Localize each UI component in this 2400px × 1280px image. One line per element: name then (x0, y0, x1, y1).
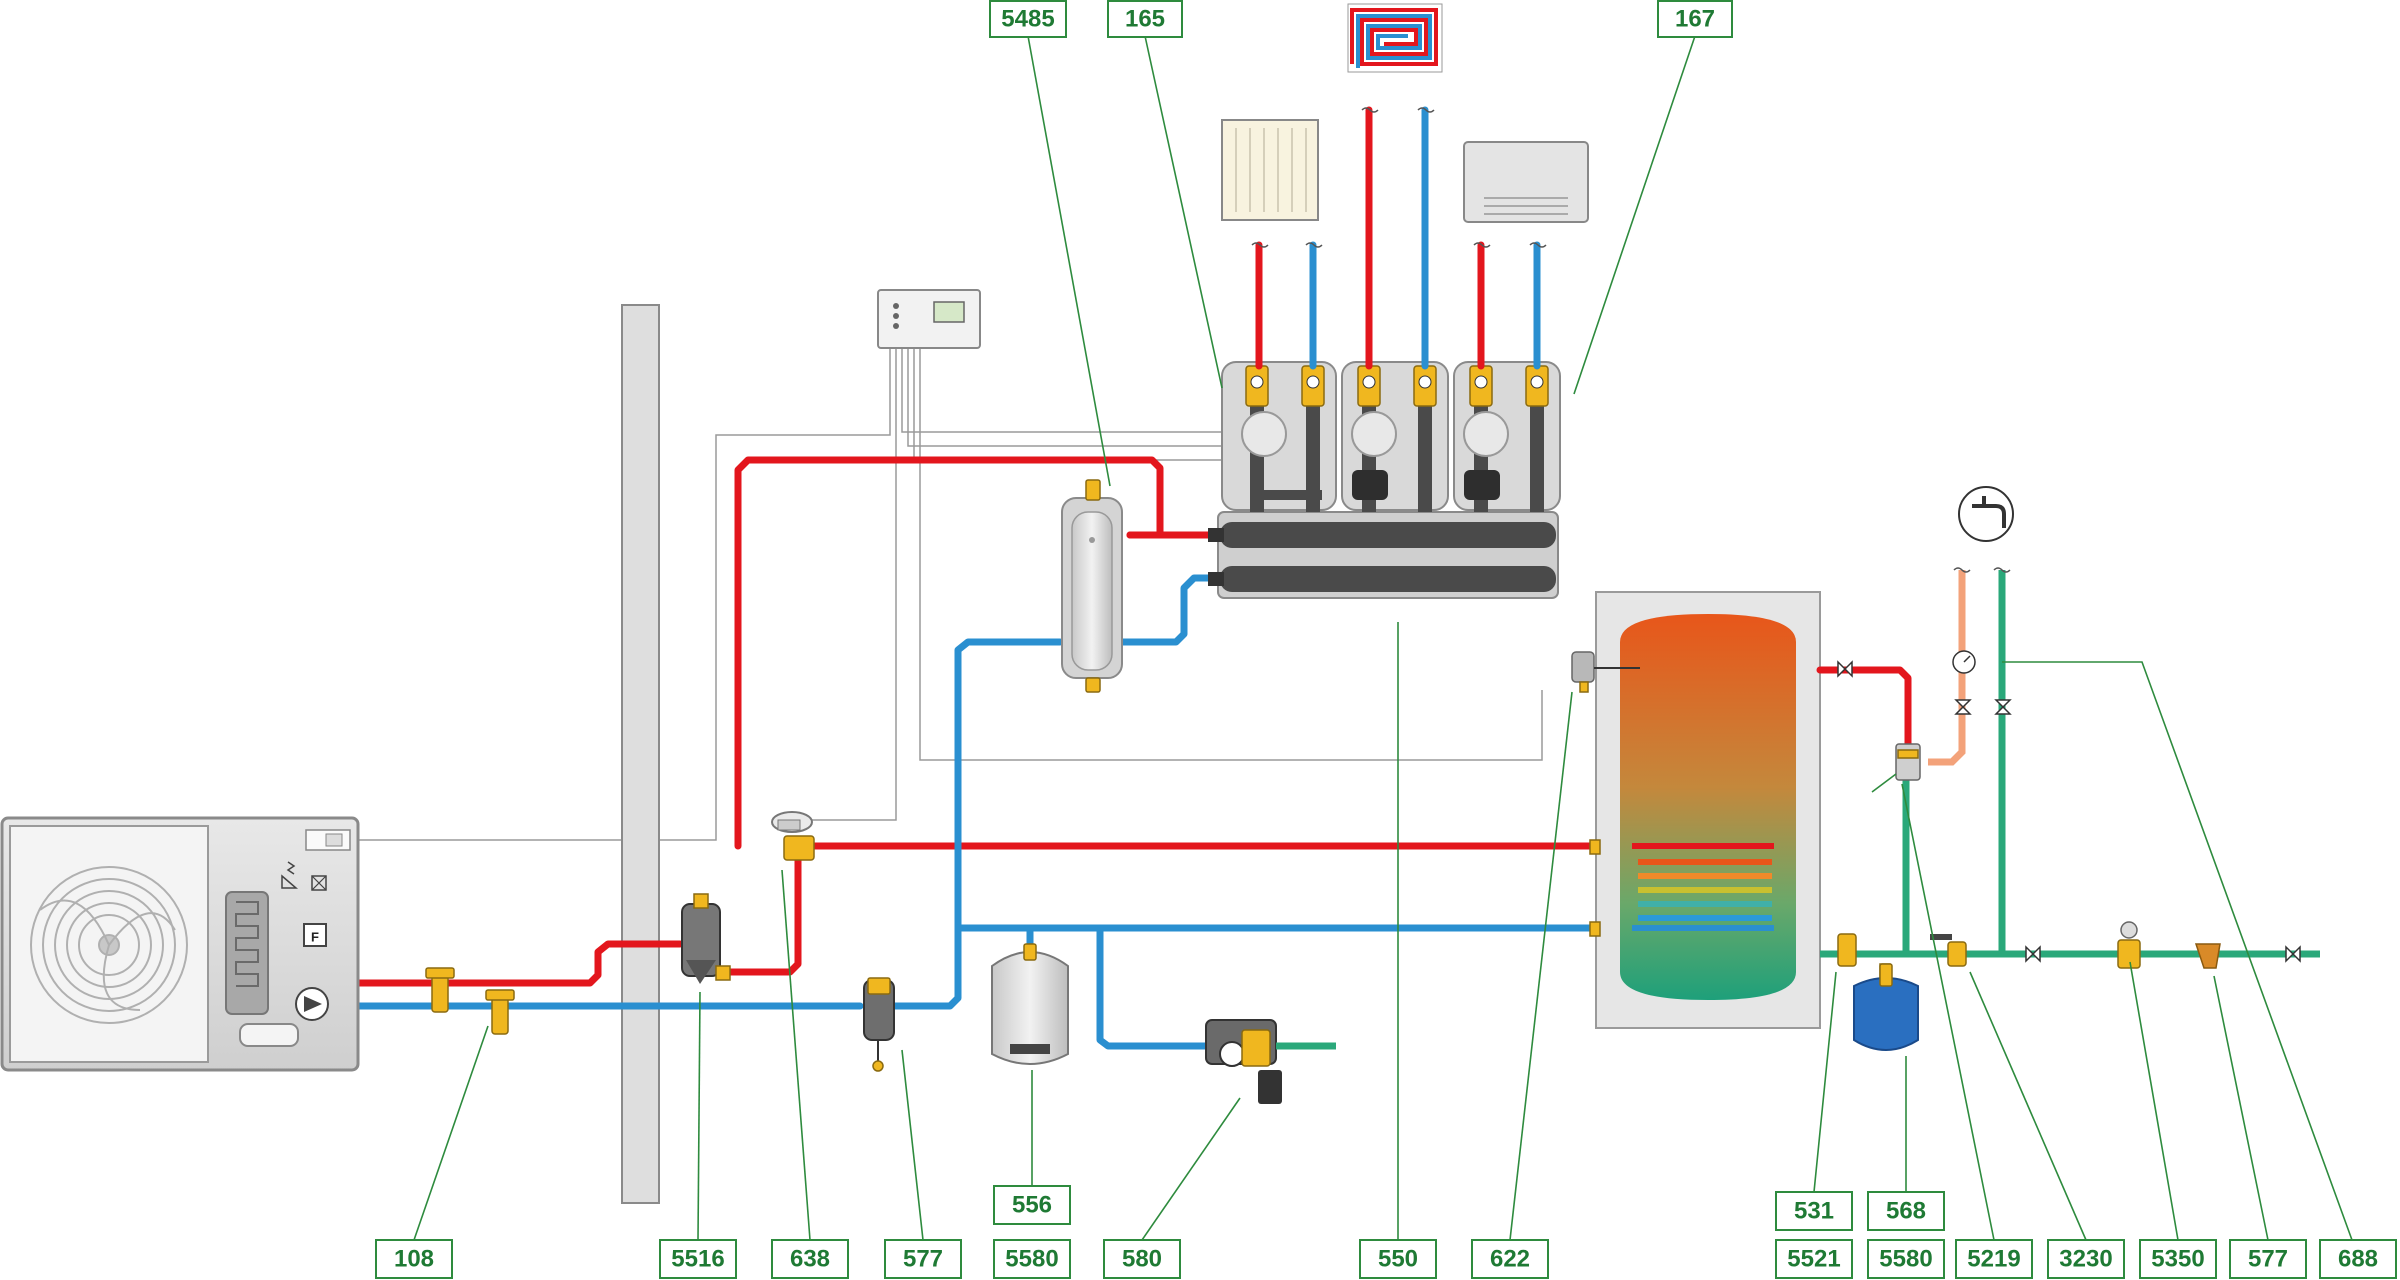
label-577-a: 577 (884, 1239, 962, 1279)
label-167: 167 (1657, 0, 1733, 38)
component-labels: 5485 165 167 108 5516 638 577 556 5580 5… (375, 0, 2397, 1279)
label-580-text: 580 (1122, 1246, 1162, 1273)
label-638-text: 638 (790, 1246, 830, 1273)
radiator-icon (1221, 119, 1319, 221)
dhw-expansion-vessel-568 (1853, 963, 1919, 1051)
control-wiring (350, 348, 1543, 841)
fan-icon (30, 866, 188, 1024)
label-580: 580 (1103, 1239, 1181, 1279)
wall (621, 304, 660, 1204)
label-165: 165 (1107, 0, 1183, 38)
heat-pump-icon: F (0, 816, 360, 1072)
distribution-manifold-550 (1208, 511, 1559, 599)
expansion-vessel-icon (991, 943, 1069, 1065)
hydraulic-separator-5485 (1061, 479, 1123, 693)
label-5516: 5516 (659, 1239, 737, 1279)
label-5485: 5485 (989, 0, 1067, 38)
label-5219-text: 5219 (1967, 1246, 2020, 1273)
dhw-pipes (1816, 567, 2320, 958)
label-5485-text: 5485 (1001, 6, 1054, 33)
label-5521-text: 5521 (1787, 1246, 1840, 1273)
label-5521: 5521 (1775, 1239, 1853, 1279)
label-622: 622 (1471, 1239, 1549, 1279)
label-556: 556 (993, 1185, 1071, 1225)
temperature-sensor-622 (1571, 651, 1640, 693)
label-688-text: 688 (2338, 1246, 2378, 1273)
label-165-text: 165 (1125, 6, 1165, 33)
label-5580-a-text: 5580 (1005, 1246, 1058, 1273)
label-531-text: 531 (1794, 1198, 1834, 1225)
floor-heating-icon (1347, 3, 1443, 73)
label-531: 531 (1775, 1191, 1853, 1231)
label-108-text: 108 (394, 1246, 434, 1273)
ball-valves (1837, 660, 2301, 963)
shutoff-valves-108 (425, 967, 515, 1035)
leader-lines (413, 35, 2353, 1241)
label-5516-text: 5516 (671, 1246, 724, 1273)
label-577-b: 577 (2229, 1239, 2307, 1279)
label-167-text: 167 (1675, 6, 1715, 33)
label-550: 550 (1359, 1239, 1437, 1279)
label-638: 638 (771, 1239, 849, 1279)
pump-module-1 (1221, 361, 1337, 512)
svg-text:F: F (311, 930, 319, 945)
filling-unit-580 (1205, 1019, 1336, 1104)
storage-tank-icon (1589, 591, 1821, 1029)
label-5350: 5350 (2139, 1239, 2217, 1279)
mixing-valve-5219 (1895, 743, 1921, 781)
emitter-pipes (1251, 106, 1547, 370)
filter-577 (863, 977, 895, 1072)
label-577-a-text: 577 (903, 1246, 943, 1273)
pump-module-2 (1341, 361, 1449, 512)
diverter-valve-638 (771, 811, 815, 861)
label-688: 688 (2319, 1239, 2397, 1279)
label-3230: 3230 (2047, 1239, 2125, 1279)
label-5219: 5219 (1955, 1239, 2033, 1279)
tap-icon (1958, 486, 2014, 542)
thermometer-icon (1952, 650, 1976, 674)
label-3230-text: 3230 (2059, 1246, 2112, 1273)
label-556-text: 556 (1012, 1192, 1052, 1219)
fan-coil-icon (1463, 141, 1589, 223)
heating-coil (1632, 843, 1774, 931)
label-622-text: 622 (1490, 1246, 1530, 1273)
label-568-text: 568 (1886, 1198, 1926, 1225)
label-550-text: 550 (1378, 1246, 1418, 1273)
label-108: 108 (375, 1239, 453, 1279)
label-568: 568 (1867, 1191, 1945, 1231)
dirt-separator-5516 (681, 893, 731, 984)
label-577-b-text: 577 (2248, 1246, 2288, 1273)
pump-module-3 (1453, 361, 1561, 512)
label-5350-text: 5350 (2151, 1246, 2204, 1273)
label-5580-b: 5580 (1867, 1239, 1945, 1279)
thermostat-icon (877, 289, 981, 349)
label-5580-b-text: 5580 (1879, 1246, 1932, 1273)
label-5580-a: 5580 (993, 1239, 1071, 1279)
pump-modules (1221, 361, 1561, 512)
